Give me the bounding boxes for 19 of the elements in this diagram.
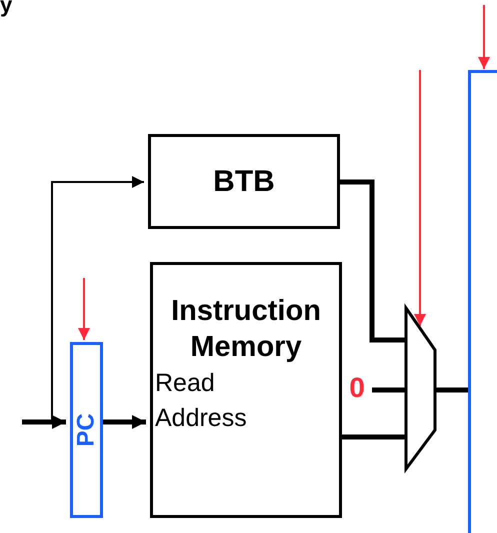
register-label: PC [74, 413, 98, 447]
port-label: Read Address [154, 368, 248, 434]
register-box [70, 342, 103, 518]
wire [372, 388, 405, 392]
control-signal-arrow [414, 70, 426, 326]
wire [436, 388, 468, 392]
control-signal-arrow [78, 278, 90, 340]
control-signal-arrow [478, 5, 490, 69]
constant-input-label: 0 [345, 372, 369, 404]
arrow [51, 176, 144, 422]
buffer-box [148, 134, 340, 229]
memory-box [150, 262, 342, 518]
wire [340, 180, 405, 342]
block-title: BTB [213, 164, 275, 200]
block-title: Instruction Memory [170, 294, 322, 366]
arrow [22, 415, 66, 429]
heading-fragment: y [0, 0, 12, 16]
wire [342, 434, 405, 440]
arrow [103, 415, 146, 429]
